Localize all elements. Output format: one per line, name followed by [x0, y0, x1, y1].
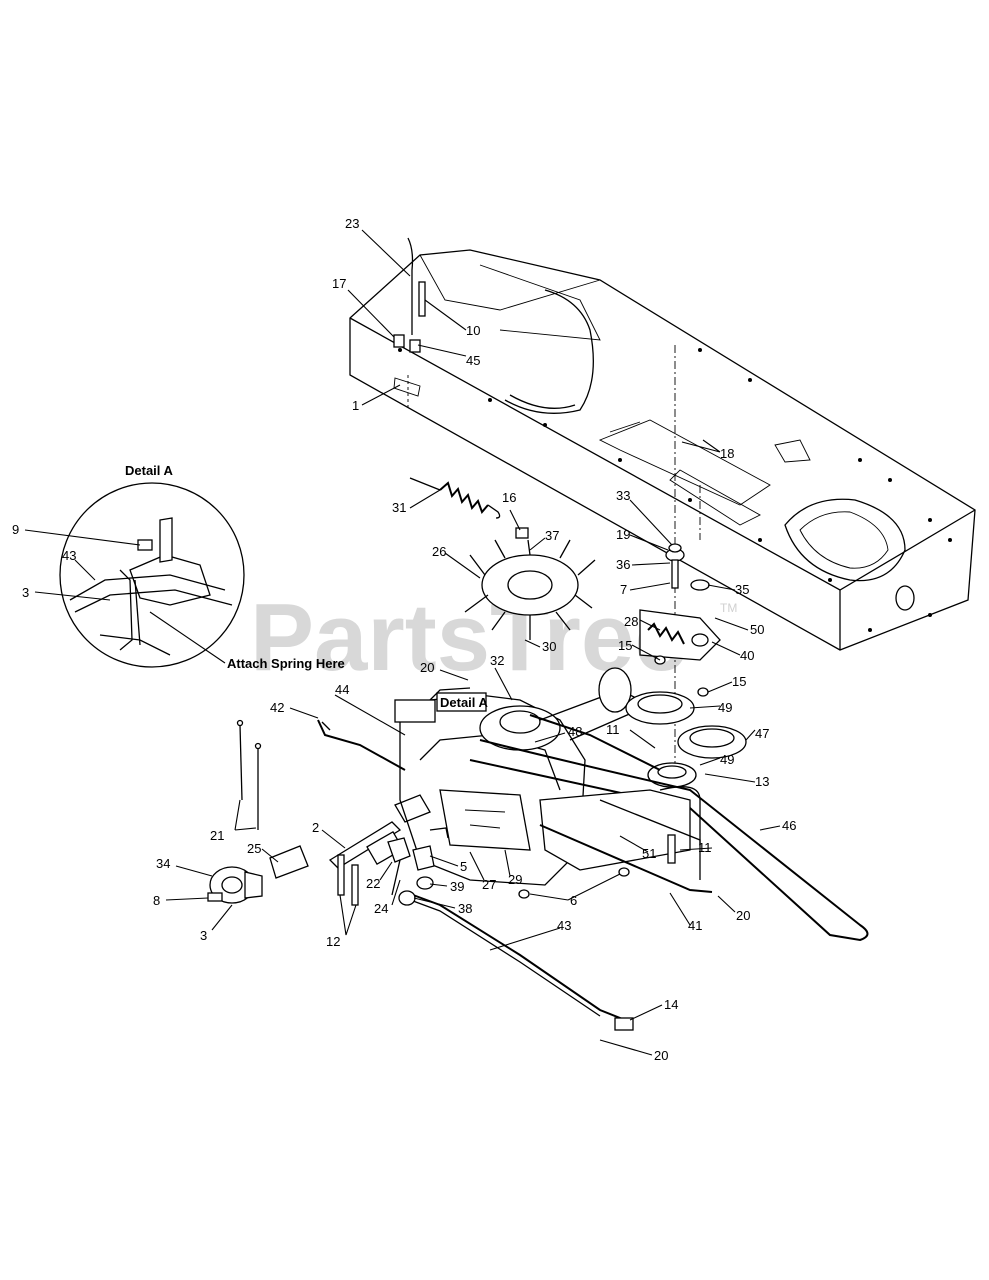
transmission: [394, 667, 652, 886]
label-16: 16: [502, 490, 516, 505]
detail-a-labels: 9 43 3 Attach Spring Here: [12, 522, 345, 671]
label-48: 48: [568, 724, 582, 739]
hub-34: [207, 845, 309, 904]
label-51: 51: [642, 846, 656, 861]
brake-rod-assembly: [393, 237, 426, 410]
label-40: 40: [740, 648, 754, 663]
label-50: 50: [750, 622, 764, 637]
label-21: 21: [210, 828, 224, 843]
belt-46: [469, 739, 869, 942]
label-49b: 49: [720, 752, 734, 767]
label-41: 41: [688, 918, 702, 933]
label-28: 28: [624, 614, 638, 629]
nut-6a: [518, 889, 530, 899]
label-15a: 15: [618, 638, 632, 653]
detail-a: Detail A: [59, 463, 245, 668]
label-20c: 20: [654, 1048, 668, 1063]
part-labels: 23 17 10 45 1 18 31 16 37 26 33 19 36 7 …: [153, 216, 796, 1063]
label-47: 47: [755, 726, 769, 741]
label-1: 1: [352, 398, 359, 413]
detail-label-3: 3: [22, 585, 29, 600]
label-11b: 11: [698, 840, 712, 855]
label-23: 23: [345, 216, 359, 231]
label-14: 14: [664, 997, 678, 1012]
label-2: 2: [312, 820, 319, 835]
label-18: 18: [720, 446, 734, 461]
label-36: 36: [616, 557, 630, 572]
detail-label-9: 9: [12, 522, 19, 537]
attach-spring-note: Attach Spring Here: [227, 656, 345, 671]
frame: [349, 249, 976, 651]
label-34: 34: [156, 856, 170, 871]
label-49a: 49: [718, 700, 732, 715]
label-37: 37: [545, 528, 559, 543]
rod-43: [404, 891, 626, 1021]
idler-bracket: [639, 543, 721, 697]
label-33: 33: [616, 488, 630, 503]
leader-lines: [24, 229, 781, 1056]
label-45: 45: [466, 353, 480, 368]
label-12: 12: [326, 934, 340, 949]
label-26: 26: [432, 544, 446, 559]
detail-a-callout: Detail A: [436, 692, 489, 712]
label-31: 31: [392, 500, 406, 515]
label-24: 24: [374, 901, 388, 916]
label-22: 22: [366, 876, 380, 891]
label-15b: 15: [732, 674, 746, 689]
label-27: 27: [482, 877, 496, 892]
rod-41: [539, 824, 713, 893]
label-8: 8: [153, 893, 160, 908]
label-29: 29: [508, 872, 522, 887]
small-parts: [387, 827, 449, 906]
spring-31: [409, 477, 501, 519]
label-30: 30: [542, 639, 556, 654]
detail-label-43: 43: [62, 548, 76, 563]
label-17: 17: [332, 276, 346, 291]
label-3: 3: [200, 928, 207, 943]
pins-21: [236, 719, 262, 830]
watermark-tm: TM: [720, 601, 737, 615]
label-13: 13: [755, 774, 769, 789]
label-44: 44: [335, 682, 349, 697]
nut-6b: [618, 867, 630, 877]
label-35: 35: [735, 582, 749, 597]
label-46: 46: [782, 818, 796, 833]
bar-42: [317, 719, 406, 771]
label-38: 38: [458, 901, 472, 916]
label-32: 32: [490, 653, 504, 668]
label-10: 10: [466, 323, 480, 338]
label-20a: 20: [420, 660, 434, 675]
label-39: 39: [450, 879, 464, 894]
fan-26: [464, 527, 596, 640]
label-7: 7: [620, 582, 627, 597]
detail-a-callout-text: Detail A: [440, 695, 489, 710]
idler-arm: [529, 714, 661, 771]
label-43: 43: [557, 918, 571, 933]
label-25: 25: [247, 841, 261, 856]
bracket-51: [539, 789, 701, 880]
label-5: 5: [460, 859, 467, 874]
label-6: 6: [570, 893, 577, 908]
pins-12: [337, 854, 359, 906]
label-19: 19: [616, 527, 630, 542]
label-20b: 20: [736, 908, 750, 923]
label-11a: 11: [606, 722, 620, 737]
detail-a-title: Detail A: [125, 463, 174, 478]
label-42: 42: [270, 700, 284, 715]
